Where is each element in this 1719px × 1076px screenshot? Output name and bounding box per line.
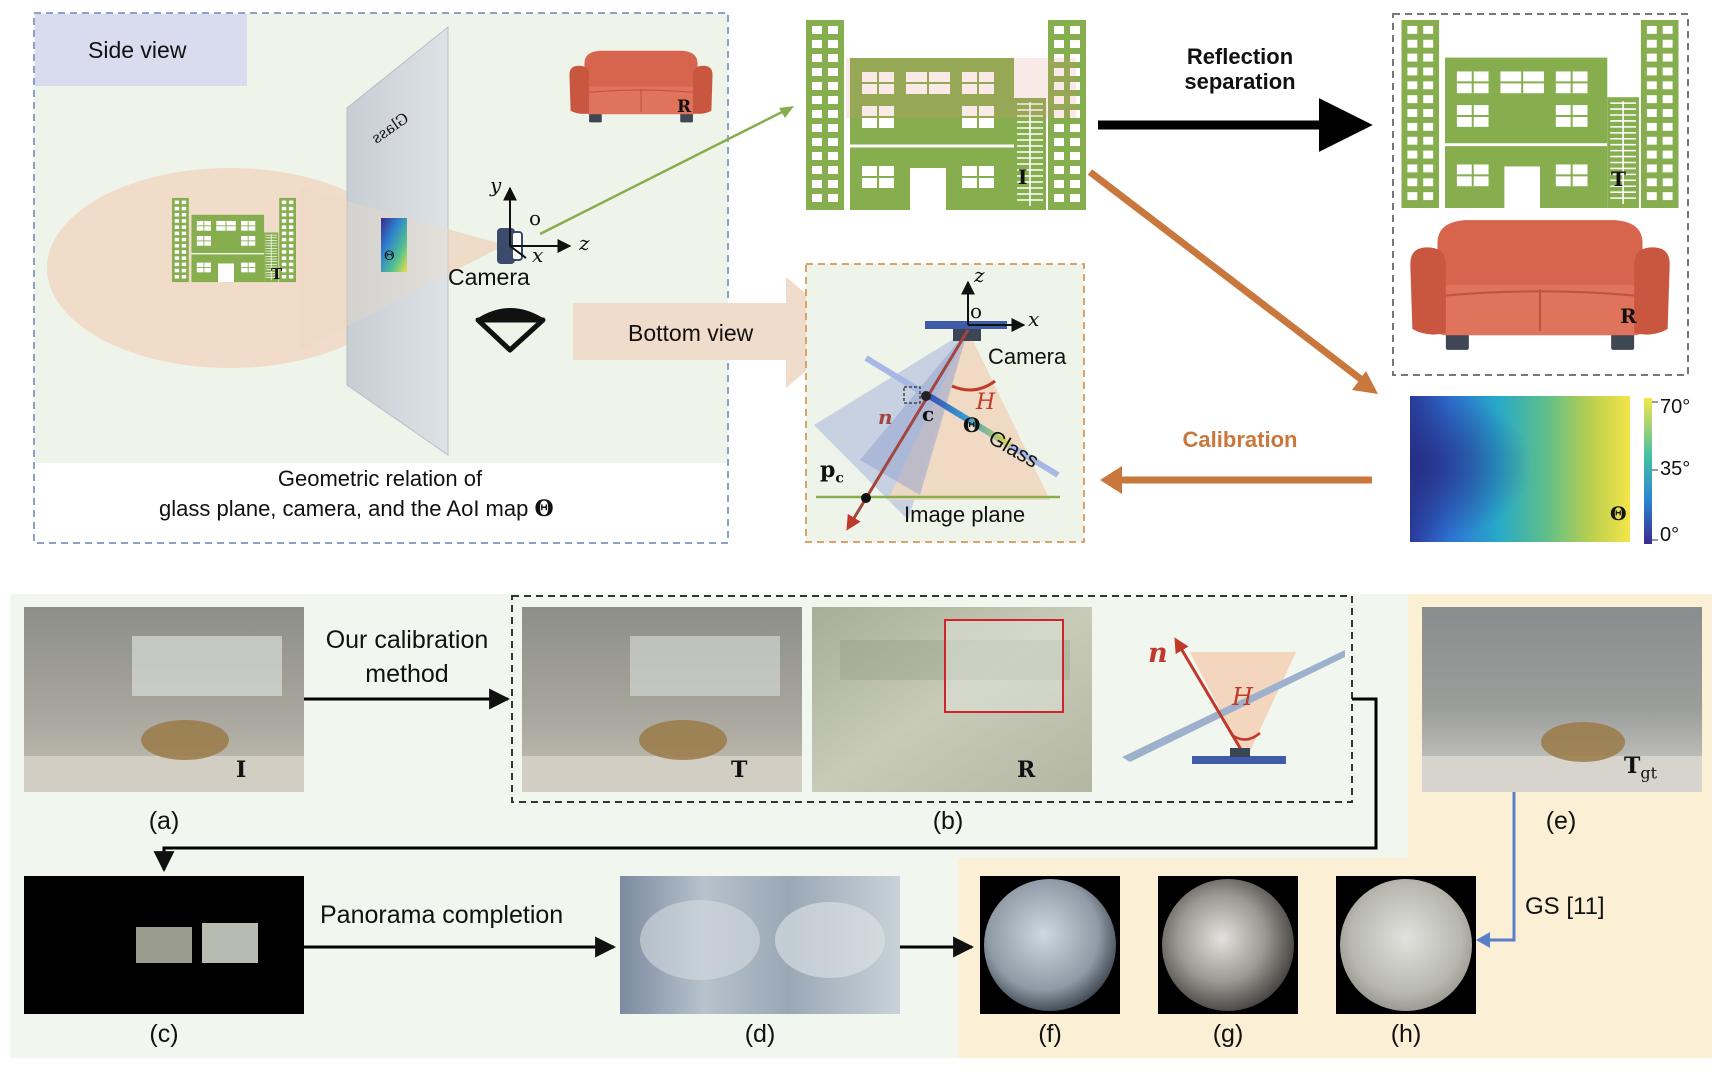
bv-camera-body bbox=[925, 321, 1007, 329]
separation-output-panel bbox=[1392, 13, 1689, 376]
panel-label-g: (g) bbox=[1212, 1020, 1244, 1048]
bottom-view-label: Bottom view bbox=[628, 320, 754, 346]
sphere-g bbox=[1158, 876, 1298, 1014]
highlight-box bbox=[944, 619, 1064, 713]
aoi-patch bbox=[381, 218, 407, 272]
colorbar-tick-70: 70° bbox=[1660, 396, 1691, 418]
colorbar-tick-35: 35° bbox=[1660, 458, 1691, 480]
bv-theta-label: Θ bbox=[963, 413, 981, 437]
aoi-colorbar bbox=[1644, 398, 1652, 544]
panel-label-f: (f) bbox=[1038, 1020, 1062, 1048]
R-label-output: R bbox=[1620, 304, 1637, 328]
side-view-tag bbox=[35, 14, 247, 86]
reflection-separation-label: Reflection separation bbox=[1184, 44, 1296, 95]
bv-pc-label: pc bbox=[820, 457, 844, 487]
I-label-top: I bbox=[1018, 165, 1028, 189]
bv-angle-arc bbox=[951, 379, 996, 392]
bv-camera-label: Camera bbox=[988, 344, 1067, 369]
n-label-diagram: n bbox=[1148, 638, 1168, 669]
our-calibration-method-label: Our calibration method bbox=[325, 626, 489, 688]
gs-arrow bbox=[1486, 792, 1516, 942]
Tgt-sub: gt bbox=[1640, 763, 1658, 783]
bottom-view-arrow bbox=[573, 277, 852, 388]
caption-line2-text: glass plane, camera, and the AoI map bbox=[159, 496, 529, 521]
side-view-label: Side view bbox=[88, 37, 187, 63]
photo-input-I bbox=[24, 607, 304, 792]
caption-line1: Geometric relation of bbox=[277, 466, 483, 491]
bv-image-plane-label: Image plane bbox=[904, 502, 1026, 527]
Tgt-main: T bbox=[1624, 753, 1641, 779]
calibration-label: Calibration bbox=[1182, 427, 1298, 452]
side-view-panel bbox=[33, 12, 794, 544]
bv-c-label: c bbox=[922, 402, 935, 426]
gs-label: GS [11] bbox=[1525, 893, 1605, 920]
caption-line2: glass plane, camera, and the AoI map Θ bbox=[159, 496, 554, 522]
axis-o-label: o bbox=[529, 206, 542, 230]
R-label-photo: R bbox=[1017, 757, 1036, 783]
bv-x-label: x bbox=[1028, 307, 1040, 331]
aoi-theta-label: Θ bbox=[1610, 503, 1627, 525]
T-label-photo: T bbox=[731, 757, 748, 783]
loop-arrow bbox=[153, 697, 1378, 873]
bv-H-label: H bbox=[976, 390, 996, 415]
panel-label-d: (d) bbox=[744, 1020, 776, 1048]
normal-angle-diagram bbox=[1122, 637, 1345, 764]
photo-partial-pano bbox=[24, 876, 304, 1014]
panorama-completion-label: Panorama completion bbox=[320, 901, 564, 929]
I-label-photo: I bbox=[236, 757, 247, 783]
T-label-small: T bbox=[271, 265, 283, 283]
photo-completed-pano bbox=[620, 876, 900, 1014]
panel-label-c: (c) bbox=[149, 1020, 179, 1048]
R-label-small: R bbox=[677, 97, 692, 117]
sphere-f bbox=[980, 876, 1120, 1014]
panel-label-b: (b) bbox=[932, 807, 964, 835]
caption-theta: Θ bbox=[534, 496, 554, 522]
photo-transmission-T bbox=[522, 607, 802, 792]
to-aoi-arrow bbox=[1087, 169, 1365, 383]
axis-z-label: z bbox=[579, 231, 590, 255]
eye-icon bbox=[475, 308, 546, 353]
bv-o-label: o bbox=[970, 299, 983, 323]
Tgt-label-photo: Tgt bbox=[1624, 753, 1658, 783]
axis-x-label: x bbox=[532, 243, 544, 267]
bv-pc-main: p bbox=[820, 457, 836, 483]
bv-z-label: z bbox=[974, 263, 985, 287]
axis-x-line bbox=[509, 245, 527, 259]
H-label-diagram: H bbox=[1232, 683, 1253, 711]
photo-ground-truth-Tgt bbox=[1422, 607, 1702, 792]
aoi-map bbox=[1410, 396, 1630, 542]
panel-label-h: (h) bbox=[1390, 1020, 1422, 1048]
panel-label-a: (a) bbox=[148, 807, 180, 835]
sofa-output bbox=[1409, 219, 1671, 351]
theta-label-small: Θ bbox=[384, 249, 395, 264]
bv-pc-sub: c bbox=[835, 470, 844, 487]
T-label-output: T bbox=[1611, 167, 1626, 191]
axis-y-label: y bbox=[490, 173, 502, 197]
camera-label: Camera bbox=[448, 264, 530, 290]
bottom-view-panel bbox=[805, 263, 1085, 543]
green-ray bbox=[539, 108, 787, 236]
colorbar-tick-0: 0° bbox=[1660, 524, 1680, 546]
panel-label-e: (e) bbox=[1545, 807, 1577, 835]
sphere-h bbox=[1336, 876, 1476, 1014]
bv-n-label: n bbox=[878, 405, 893, 429]
photo-reflection-R bbox=[812, 607, 1092, 792]
